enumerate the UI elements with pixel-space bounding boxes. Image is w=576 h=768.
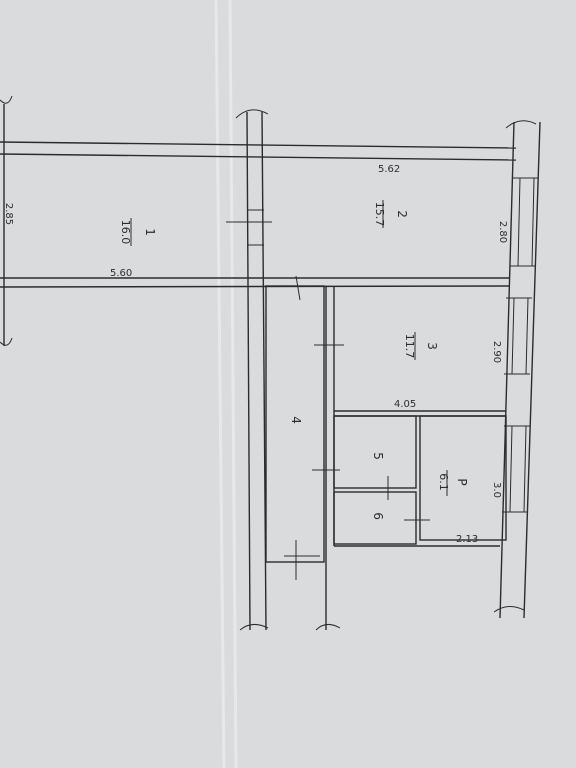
top-wall — [0, 141, 517, 161]
dimension-left-width: 2.85 — [3, 203, 14, 225]
partition-wall — [315, 286, 341, 631]
room-5-label: 5 — [371, 452, 385, 460]
svg-text:2: 2 — [395, 210, 409, 218]
dimension-room2-width: 2.80 — [497, 221, 508, 243]
pantry-walls — [419, 415, 507, 541]
window-middle — [504, 297, 532, 375]
middle-wall — [0, 277, 511, 288]
room-2-label: 2 15.7 — [373, 200, 409, 228]
room-3-label: 3 11.7 — [403, 332, 439, 360]
room-6-label: 6 — [371, 512, 385, 520]
svg-text:3: 3 — [425, 342, 439, 350]
dimension-balcony-length: 2.13 — [456, 534, 478, 545]
dimension-balcony-width: 3.0 — [491, 482, 502, 498]
room-1-label: 1 16.0 — [119, 218, 157, 246]
dimension-top-length: 5.62 — [378, 164, 400, 175]
dimension-room3-width: 2.90 — [491, 341, 502, 363]
svg-text:1: 1 — [143, 228, 157, 236]
room-p-label: P 6.1 — [437, 470, 469, 496]
window-lower — [502, 425, 530, 513]
svg-text:11.7: 11.7 — [403, 334, 416, 359]
window-upper — [510, 177, 538, 267]
dimension-middle-length: 5.60 — [110, 268, 132, 279]
svg-text:16.0: 16.0 — [119, 220, 132, 245]
dimension-room3-length: 4.05 — [394, 399, 416, 410]
paper-fold-line — [214, 0, 226, 768]
svg-text:P: P — [455, 478, 469, 485]
room-4-label: 4 — [289, 416, 303, 424]
svg-text:6.1: 6.1 — [437, 473, 450, 491]
bathroom-walls — [333, 415, 430, 545]
paper-fold-line-2 — [228, 0, 238, 768]
corridor-walls — [265, 275, 344, 580]
right-exterior-wall — [493, 120, 541, 619]
svg-text:15.7: 15.7 — [373, 202, 386, 227]
left-edge-wall — [0, 95, 13, 346]
